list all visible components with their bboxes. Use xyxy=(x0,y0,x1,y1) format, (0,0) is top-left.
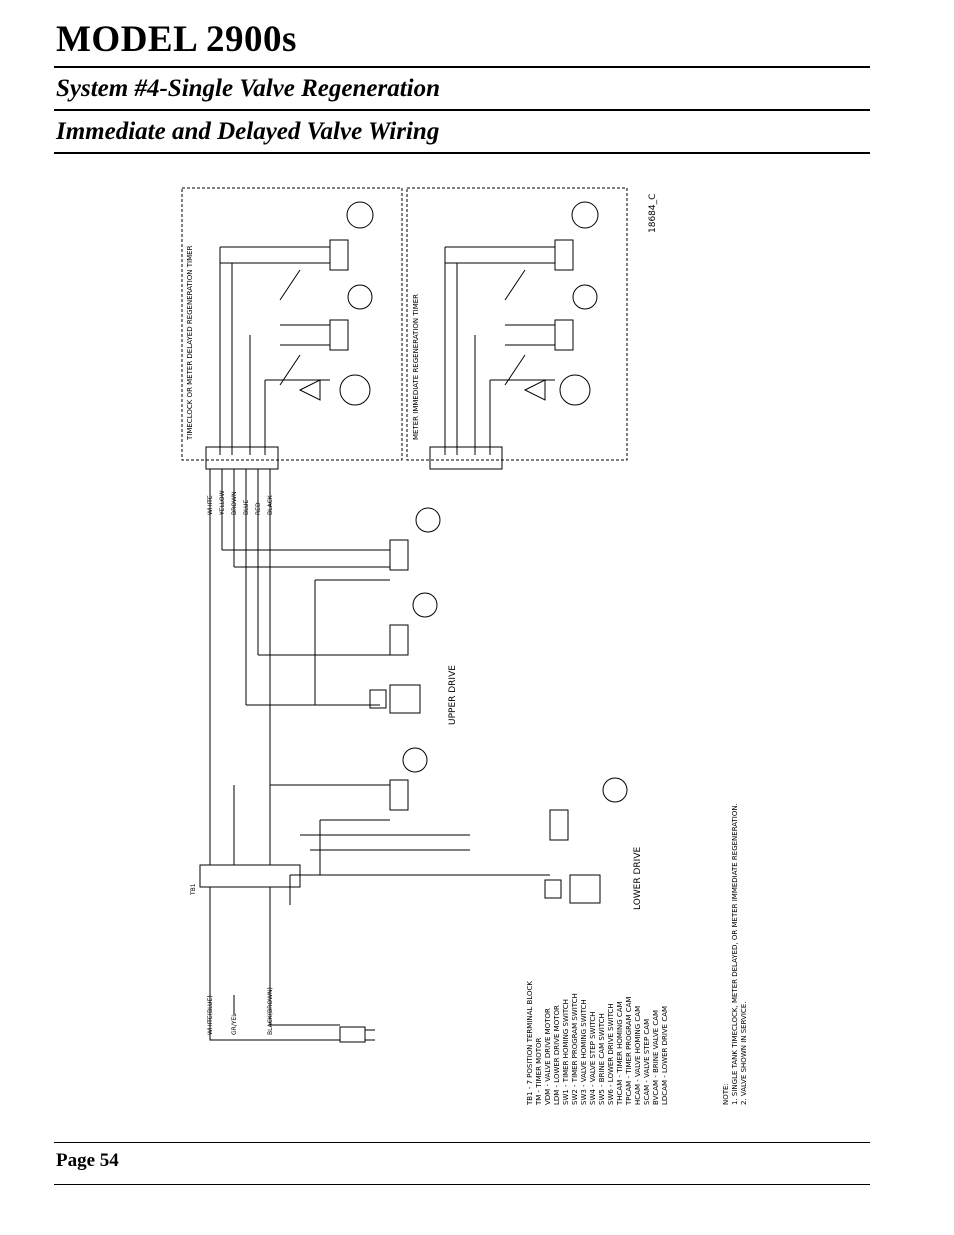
svg-text:SW4 - VALVE STEP SWITCH: SW4 - VALVE STEP SWITCH xyxy=(589,1011,597,1105)
svg-text:SW5 - BRINE CAM SWITCH: SW5 - BRINE CAM SWITCH xyxy=(598,1013,606,1105)
svg-text:TB1 - 7 POSITION TERMINAL BLOC: TB1 - 7 POSITION TERMINAL BLOCK xyxy=(526,981,534,1106)
lower-drive-label: LOWER DRIVE xyxy=(633,847,643,910)
title-rule xyxy=(54,66,870,68)
svg-text:BLUE: BLUE xyxy=(243,499,250,515)
svg-text:BROWN: BROWN xyxy=(231,492,238,515)
wire-harness xyxy=(209,469,390,875)
svg-text:BVCAM - BRINE VALVE CAM: BVCAM - BRINE VALVE CAM xyxy=(652,1010,660,1105)
svg-text:TM - TIMER MOTOR: TM - TIMER MOTOR xyxy=(535,1037,543,1106)
svg-text:WHITE: WHITE xyxy=(207,495,214,515)
svg-text:2. VALVE SHOWN IN SERVICE.: 2. VALVE SHOWN IN SERVICE. xyxy=(740,1002,748,1105)
svg-text:LDCAM - LOWER DRIVE CAM: LDCAM - LOWER DRIVE CAM xyxy=(661,1006,669,1105)
drawing-number: 18684_C xyxy=(648,194,658,233)
svg-text:NOTE:: NOTE: xyxy=(722,1083,730,1105)
svg-text:SW1 - TIMER HOMING SWITCH: SW1 - TIMER HOMING SWITCH xyxy=(562,999,570,1105)
svg-text:LDM - LOWER DRIVE MOTOR: LDM - LOWER DRIVE MOTOR xyxy=(553,1005,561,1105)
harness-labels: WHITE YELLOW BROWN BLUE RED BLACK xyxy=(207,490,274,516)
footer-rule-bottom xyxy=(54,1184,870,1185)
svg-text:SW2 - TIMER PROGRAM SWITCH: SW2 - TIMER PROGRAM SWITCH xyxy=(571,993,579,1105)
timer1-connector xyxy=(205,446,279,470)
svg-text:THCAM - TIMER HOMING CAM: THCAM - TIMER HOMING CAM xyxy=(616,1001,624,1106)
subtitle-rule xyxy=(54,109,870,111)
svg-text:SW6 - LOWER DRIVE SWITCH: SW6 - LOWER DRIVE SWITCH xyxy=(607,1003,615,1105)
svg-text:RED: RED xyxy=(255,502,262,515)
model-title: MODEL 2900s xyxy=(56,19,297,60)
lower-drive-components xyxy=(289,777,628,905)
svg-text:BLACK(BROWN): BLACK(BROWN) xyxy=(267,987,274,1035)
timer2-connector xyxy=(429,446,503,470)
svg-text:WHITE(BLUE): WHITE(BLUE) xyxy=(207,995,214,1035)
tb1-block xyxy=(199,864,301,888)
svg-text:1. SINGLE TANK TIMECLOCK, METE: 1. SINGLE TANK TIMECLOCK, METER DELAYED,… xyxy=(731,803,739,1105)
svg-text:GR/YEL: GR/YEL xyxy=(231,1013,238,1035)
section-rule xyxy=(54,152,870,154)
timer1-box xyxy=(181,187,403,461)
timer2-box xyxy=(406,187,628,461)
svg-text:YELLOW: YELLOW xyxy=(219,490,226,516)
svg-text:VDM - VALVE DRIVE MOTOR: VDM - VALVE DRIVE MOTOR xyxy=(544,1008,552,1105)
power-cord-labels: WHITE(BLUE) GR/YEL BLACK(BROWN) xyxy=(207,987,274,1035)
timer2-title: METER IMMEDIATE REGENERATION TIMER xyxy=(412,294,420,440)
wiring-diagram: TIMECLOCK OR METER DELAYED REGENERATION … xyxy=(181,187,748,1106)
legend: TB1 - 7 POSITION TERMINAL BLOCK TM - TIM… xyxy=(526,981,669,1106)
svg-text:BLACK: BLACK xyxy=(267,494,274,515)
system-subtitle: System #4-Single Valve Regeneration xyxy=(56,75,441,102)
timer2-internals xyxy=(444,201,599,455)
svg-text:HCAM - VALVE HOMING CAM: HCAM - VALVE HOMING CAM xyxy=(634,1006,642,1105)
section-title: Immediate and Delayed Valve Wiring xyxy=(56,118,440,145)
svg-text:TPCAM - TIMER PROGRAM CAM: TPCAM - TIMER PROGRAM CAM xyxy=(625,997,633,1106)
upper-drive-components xyxy=(369,507,441,811)
timer1-internals xyxy=(219,201,374,455)
notes: NOTE: 1. SINGLE TANK TIMECLOCK, METER DE… xyxy=(722,803,748,1105)
page-number: Page 54 xyxy=(56,1150,119,1171)
timer1-title: TIMECLOCK OR METER DELAYED REGENERATION … xyxy=(186,245,194,441)
svg-text:SCAM - VALVE STEP CAM: SCAM - VALVE STEP CAM xyxy=(643,1019,651,1105)
upper-drive-label: UPPER DRIVE xyxy=(448,665,458,725)
svg-text:SW3 - VALVE HOMING SWITCH: SW3 - VALVE HOMING SWITCH xyxy=(580,999,588,1105)
power-cord xyxy=(209,887,375,1043)
tb1-label: TB1 xyxy=(190,883,197,896)
footer-rule-top xyxy=(54,1142,870,1143)
